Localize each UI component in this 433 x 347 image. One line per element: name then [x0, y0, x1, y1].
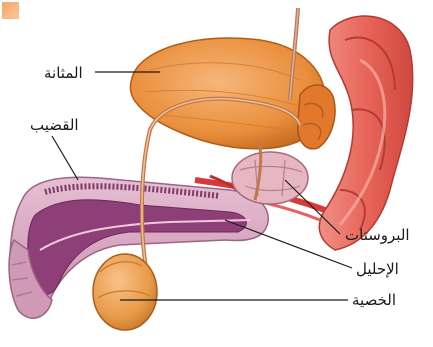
label-penis: القضيب: [30, 116, 79, 134]
corner-swatch: [2, 2, 19, 19]
label-prostate: البروستات: [345, 226, 410, 244]
testis: [93, 254, 157, 330]
prostate: [232, 152, 308, 204]
bladder: [130, 38, 325, 149]
seminal-vesicle: [298, 85, 335, 149]
label-bladder: المثانة: [44, 64, 83, 82]
label-urethra: الإحليل: [356, 260, 399, 278]
label-testis: الخصية: [352, 291, 396, 309]
rectum: [319, 16, 412, 250]
